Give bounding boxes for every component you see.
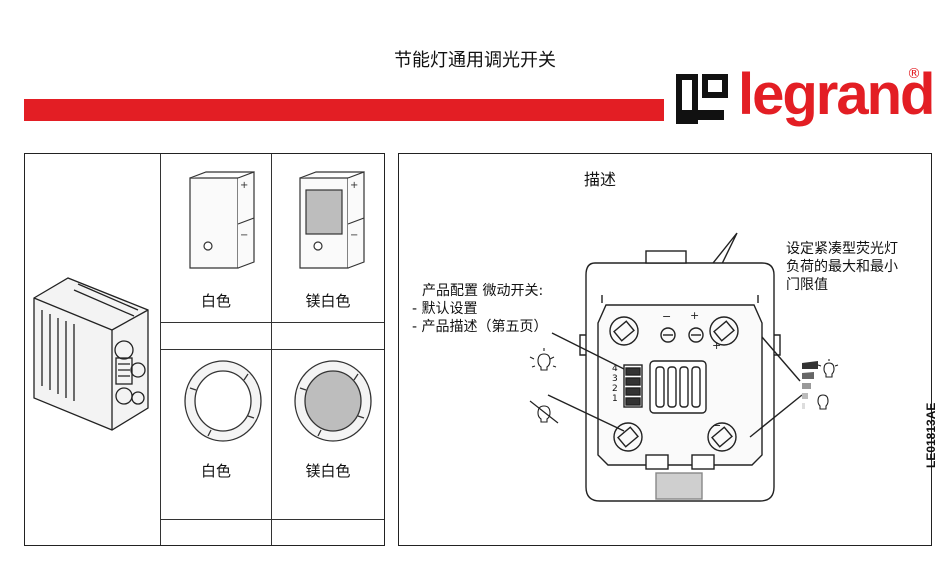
dip-number: 4 bbox=[612, 364, 618, 374]
device-diagram: − + + − bbox=[400, 155, 930, 545]
svg-text:+: + bbox=[690, 309, 699, 322]
svg-text:−: − bbox=[350, 230, 358, 241]
svg-text:+: + bbox=[240, 180, 248, 191]
divider bbox=[160, 349, 384, 350]
dip-number: 1 bbox=[612, 394, 618, 404]
divider bbox=[160, 322, 384, 323]
dip-switch-numbers: 4 3 2 1 bbox=[612, 364, 618, 404]
brand-logo-text: legrand bbox=[738, 60, 934, 130]
svg-text:−: − bbox=[712, 419, 721, 432]
registered-mark: ® bbox=[907, 66, 921, 82]
svg-text:−: − bbox=[240, 230, 248, 241]
dip-number: 2 bbox=[612, 384, 618, 394]
dip-number: 3 bbox=[612, 374, 618, 384]
magnesium-cover-plate-image: + − bbox=[294, 168, 374, 276]
legrand-logo-icon bbox=[674, 72, 734, 128]
divider bbox=[160, 519, 384, 520]
switch-mechanism-image bbox=[28, 258, 156, 438]
magnesium-ring-image bbox=[288, 356, 378, 446]
header-red-bar bbox=[24, 99, 664, 121]
svg-text:−: − bbox=[662, 310, 671, 323]
catalog-label: 白色 bbox=[161, 290, 271, 311]
catalog-label: 白色 bbox=[161, 460, 271, 481]
document-code: LE01813AE bbox=[924, 403, 938, 468]
svg-text:+: + bbox=[712, 339, 721, 352]
white-ring-image bbox=[178, 356, 268, 446]
white-cover-plate-image: + − bbox=[184, 168, 264, 276]
catalog-label: 镁白色 bbox=[272, 290, 384, 311]
svg-text:+: + bbox=[350, 180, 358, 191]
catalog-label: 镁白色 bbox=[272, 460, 384, 481]
